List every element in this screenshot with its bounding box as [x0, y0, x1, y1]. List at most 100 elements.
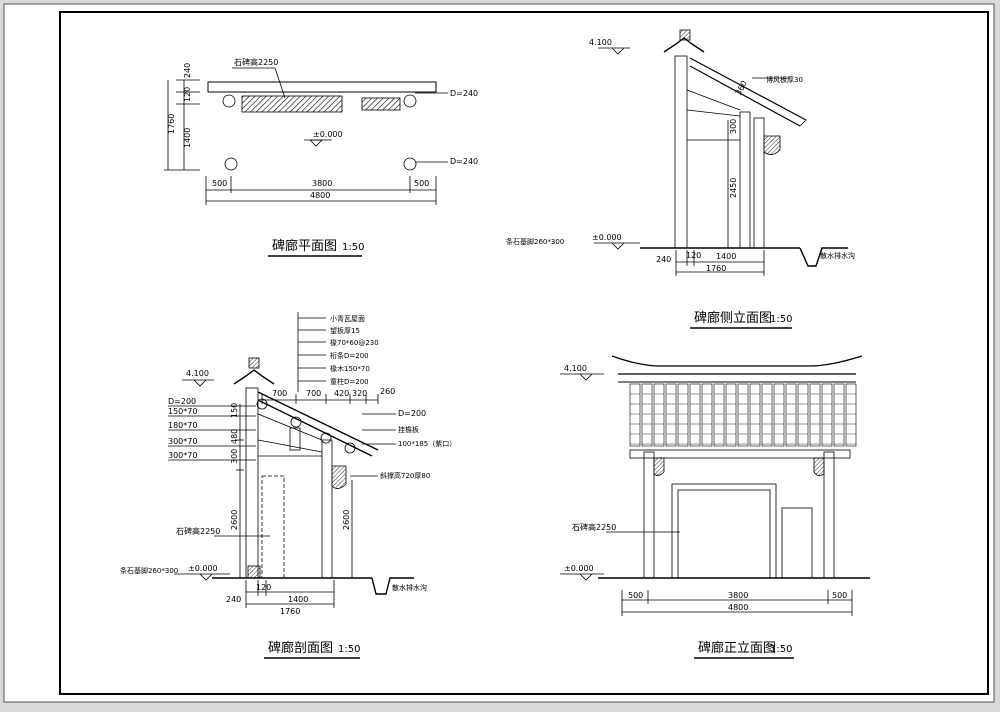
tile-column [713, 383, 725, 447]
section-dim-240: 240 [226, 595, 241, 604]
side-level-top: 4.100 [589, 38, 612, 47]
tile-column [845, 383, 857, 447]
section-note-2: 椽70*60@230 [330, 338, 379, 347]
plan-dim-120: 120 [183, 87, 192, 102]
plan-column [403, 157, 417, 171]
plan-stele-2 [361, 97, 401, 111]
side-dim-1760: 1760 [706, 264, 726, 273]
front-title-text: 碑廊正立面图 [698, 640, 776, 656]
section-vdim-300: 300 [230, 449, 239, 464]
plan-roof-outline [207, 81, 437, 93]
section-footing-label: 条石基脚260*300 [120, 566, 178, 575]
section-dim-120: 120 [256, 583, 271, 592]
tile-column [773, 383, 785, 447]
front-stone-label: 石碑高2250 [572, 522, 616, 532]
section-vdim-2600: 2600 [230, 510, 239, 530]
front-tiles [629, 383, 857, 447]
tile-column [677, 383, 689, 447]
plan-dim-240: 240 [183, 63, 192, 78]
tile-column [689, 383, 701, 447]
side-board-label: 博风板厚30 [766, 75, 803, 84]
section-dim-1760: 1760 [280, 607, 300, 616]
section-left-label-1: 150*70 [168, 407, 197, 416]
section-level-base: ±0.000 [188, 564, 218, 573]
plan-stone-label: 石碑高2250 [234, 57, 278, 67]
front-dim-500-right: 500 [832, 591, 847, 600]
side-dim-300: 300 [729, 119, 738, 134]
plan-dim-500-left: 500 [212, 179, 227, 188]
side-level-base: ±0.000 [592, 233, 622, 242]
front-dim-3800: 3800 [728, 591, 748, 600]
front-dim-4800: 4800 [728, 603, 748, 612]
tile-column [737, 383, 749, 447]
section-left-label-2: 180*70 [168, 421, 197, 430]
section-title-text: 碑廊剖面图 [268, 640, 333, 656]
section-drain-label: 散水排水沟 [392, 583, 427, 592]
tile-column [761, 383, 773, 447]
section-left-label-3: 300*70 [168, 437, 197, 446]
plan-dim-500-right: 500 [414, 179, 429, 188]
tile-column [641, 383, 653, 447]
plan-dim-1400: 1400 [183, 128, 192, 148]
side-footing-label: 条石基脚260*300 [506, 237, 564, 246]
section-dim-1400: 1400 [288, 595, 308, 604]
plan-level-label: ±0.000 [313, 130, 343, 139]
side-dim-240: 240 [656, 255, 671, 264]
plan-view [164, 67, 448, 205]
section-note-0: 小青瓦屋面 [330, 314, 365, 323]
side-title: 碑廊侧立面图 1:50 [690, 310, 792, 329]
front-level-top: 4.100 [564, 364, 587, 373]
front-level-base: ±0.000 [564, 564, 594, 573]
tile-column [701, 383, 713, 447]
section-note-5: 童柱D=200 [330, 377, 369, 386]
section-right-label-1: 挂檐板 [398, 425, 419, 434]
section-level-top: 4.100 [186, 369, 209, 378]
section-left-label-0: D=200 [168, 397, 196, 406]
section-right-label-0: D=200 [398, 409, 426, 418]
tile-column [629, 383, 641, 447]
tile-column [809, 383, 821, 447]
tile-column [797, 383, 809, 447]
section-top-dim-1: 700 [306, 389, 321, 398]
section-note-3: 桁条D=200 [330, 351, 369, 360]
side-dim-2450: 2450 [729, 178, 738, 198]
paper [3, 3, 995, 703]
section-top-dim-4: 260 [380, 387, 395, 396]
plan-d1-label: D=240 [450, 89, 478, 98]
section-title: 碑廊剖面图 1:50 [264, 640, 360, 659]
tile-column [653, 383, 665, 447]
section-vdim-150: 150 [230, 403, 239, 418]
plan-dim-4800: 4800 [310, 191, 330, 200]
section-title-scale: 1:50 [338, 644, 360, 655]
front-title-scale: 1:50 [770, 644, 792, 655]
side-dim-120: 120 [686, 251, 701, 260]
section-right-label-3: 斜撑高720厚80 [380, 471, 430, 480]
plan-column [403, 94, 417, 108]
section-left-label-4: 300*70 [168, 451, 197, 460]
plan-dim-3800: 3800 [312, 179, 332, 188]
plan-column [224, 157, 238, 171]
section-top-dim-3: 320 [352, 389, 367, 398]
tile-column [749, 383, 761, 447]
section-vdim-right: 2600 [342, 510, 351, 530]
section-vdim-480: 480 [230, 429, 239, 444]
plan-dim-1760: 1760 [167, 114, 176, 134]
front-dim-500-left: 500 [628, 591, 643, 600]
section-top-dim-0: 700 [272, 389, 287, 398]
section-stone-label: 石碑高2250 [176, 526, 220, 536]
side-drain-label: 散水排水沟 [820, 251, 855, 260]
side-elevation [594, 29, 848, 276]
plan-title-text: 碑廊平面图 [272, 238, 337, 254]
tile-column [833, 383, 845, 447]
section-top-dim-2: 420 [334, 389, 349, 398]
plan-stele-1 [241, 95, 343, 113]
front-title: 碑廊正立面图 1:50 [694, 640, 794, 659]
tile-column [821, 383, 833, 447]
section-right-label-2: 100*185（紫口） [398, 440, 456, 448]
section-note-4: 椽木150*70 [330, 364, 370, 373]
tile-column [725, 383, 737, 447]
side-title-scale: 1:50 [770, 314, 792, 325]
plan-column [222, 94, 236, 108]
front-elevation [560, 355, 870, 616]
